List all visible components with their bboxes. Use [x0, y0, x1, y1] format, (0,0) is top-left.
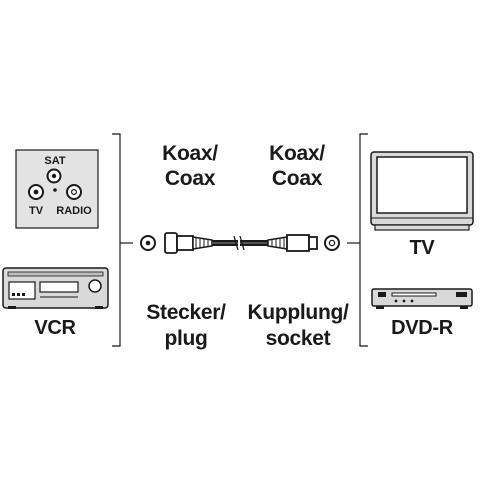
plug-connector-line1: Stecker/ — [146, 301, 226, 324]
sat-port-label: SAT — [44, 155, 66, 167]
plug-connector-line2: plug — [164, 327, 208, 350]
socket-cable-type-line1: Koax/ — [269, 142, 325, 165]
plug-cable-type-line1: Koax/ — [162, 142, 218, 165]
socket-connector-line2: socket — [265, 327, 331, 350]
socket-end-view-icon — [324, 235, 340, 251]
plug-cable-type-line2: Coax — [164, 167, 216, 190]
vcr-device-icon — [2, 267, 109, 309]
left-bracket — [112, 133, 121, 347]
tv-label: TV — [409, 237, 435, 259]
tv-port-label: TV — [28, 205, 44, 217]
tv-device-icon — [370, 151, 474, 231]
vcr-label: VCR — [34, 317, 76, 339]
plug-end-view-icon — [140, 235, 156, 251]
dvd-r-label: DVD-R — [391, 317, 453, 339]
socket-cable-type-line2: Coax — [271, 167, 323, 190]
socket-connector-line1: Kupplung/ — [247, 301, 349, 324]
radio-port-label: RADIO — [56, 205, 92, 217]
dvd-recorder-device-icon — [371, 288, 473, 309]
right-bracket — [359, 133, 368, 347]
antenna-wall-socket-icon — [15, 149, 99, 229]
coax-cable-icon — [164, 232, 318, 254]
